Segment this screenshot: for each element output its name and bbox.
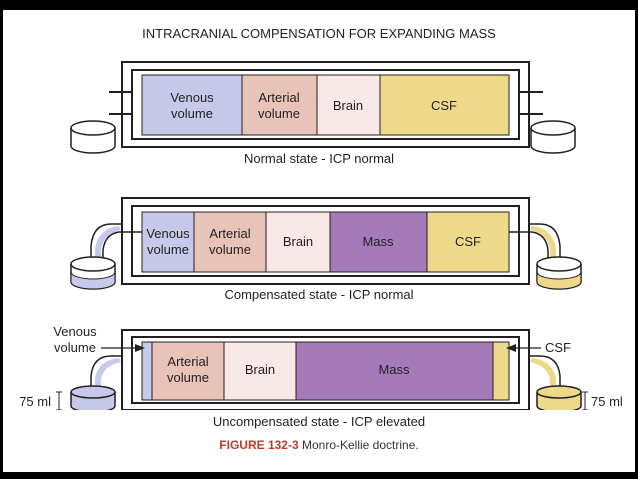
right-outflow-tube <box>529 223 561 262</box>
csf-outflow <box>530 358 556 394</box>
skull-inner-normal <box>131 69 520 140</box>
right-outflow-tube <box>529 355 561 390</box>
left-outflow-tube <box>90 223 122 262</box>
left-volume-label: 75 ml <box>19 394 51 409</box>
arterial-label-2: volume <box>258 106 300 121</box>
mass-compartment <box>329 211 428 273</box>
venous-label-2: volume <box>147 242 189 257</box>
left-reservoir-empty <box>70 120 116 154</box>
left-reservoir-full <box>70 385 116 410</box>
compensated-state-diagram: Venous volume Arterial volume Brain Mass… <box>70 197 582 290</box>
brain-label: Brain <box>283 234 313 249</box>
mass-label: Mass <box>362 234 394 249</box>
right-volume-bracket <box>582 391 588 410</box>
arterial-compartment <box>193 211 267 273</box>
venous-outflow <box>95 358 121 394</box>
arterial-label-2: volume <box>167 370 209 385</box>
venous-sliver <box>141 341 153 401</box>
brain-compartment <box>316 74 381 136</box>
skull-inner-compensated <box>131 205 520 277</box>
diagram-title: INTRACRANIAL COMPENSATION FOR EXPANDING … <box>142 26 496 41</box>
venous-label-1: Venous <box>170 90 214 105</box>
csf-label: CSF <box>431 98 457 113</box>
left-outflow-tube-inner <box>102 231 142 264</box>
right-outflow-tube-inner <box>509 231 549 264</box>
venous-compartment <box>141 74 243 136</box>
venous-callout-2: volume <box>54 340 96 355</box>
csf-compartment <box>426 211 510 273</box>
figure-text: Monro-Kellie doctrine. <box>301 438 419 452</box>
right-reservoir-full <box>536 385 582 410</box>
arterial-compartment <box>241 74 318 136</box>
venous-compartment <box>141 211 195 273</box>
right-volume-label: 75 ml <box>591 394 623 409</box>
figure-label: FIGURE 132-3 <box>219 438 299 452</box>
csf-sliver <box>492 341 510 401</box>
left-volume-bracket <box>56 391 62 410</box>
brain-label: Brain <box>333 98 363 113</box>
right-reservoir-partial <box>536 256 582 290</box>
csf-arrow-head <box>506 344 516 352</box>
csf-outflow <box>530 226 556 266</box>
csf-compartment <box>379 74 510 136</box>
normal-state-diagram: Venous volume Arterial volume Brain CSF <box>70 61 576 154</box>
mass-label: Mass <box>378 362 410 377</box>
left-reservoir-partial <box>70 256 116 290</box>
normal-state-caption: Normal state - ICP normal <box>243 151 395 166</box>
figure-panel: INTRACRANIAL COMPENSATION FOR EXPANDING … <box>3 10 635 472</box>
venous-arrow-head <box>135 344 145 352</box>
arterial-label-1: Arterial <box>167 354 208 369</box>
diagram-svg: INTRACRANIAL COMPENSATION FOR EXPANDING … <box>19 26 623 410</box>
brain-compartment <box>223 341 297 401</box>
mass-compartment <box>295 341 494 401</box>
skull-inner-uncompensated <box>131 336 520 404</box>
brain-compartment <box>265 211 331 273</box>
uncompensated-state-caption: Uncompensated state - ICP elevated <box>212 414 426 429</box>
venous-outflow <box>95 226 121 266</box>
figure-caption: FIGURE 132-3 Monro-Kellie doctrine. <box>3 438 635 452</box>
left-outflow-tube <box>90 355 122 390</box>
venous-label-1: Venous <box>146 226 190 241</box>
csf-callout: CSF <box>545 340 571 355</box>
arterial-label-1: Arterial <box>258 90 299 105</box>
brain-label: Brain <box>245 362 275 377</box>
compensated-state-caption: Compensated state - ICP normal <box>224 287 414 302</box>
venous-label-2: volume <box>171 106 213 121</box>
arterial-label-1: Arterial <box>209 226 250 241</box>
venous-callout-1: Venous <box>53 324 97 339</box>
arterial-label-2: volume <box>209 242 251 257</box>
arterial-compartment <box>151 341 225 401</box>
uncompensated-state-diagram: Arterial volume Brain Mass Venous volume… <box>19 324 623 410</box>
csf-label: CSF <box>455 234 481 249</box>
right-reservoir-empty <box>530 120 576 154</box>
